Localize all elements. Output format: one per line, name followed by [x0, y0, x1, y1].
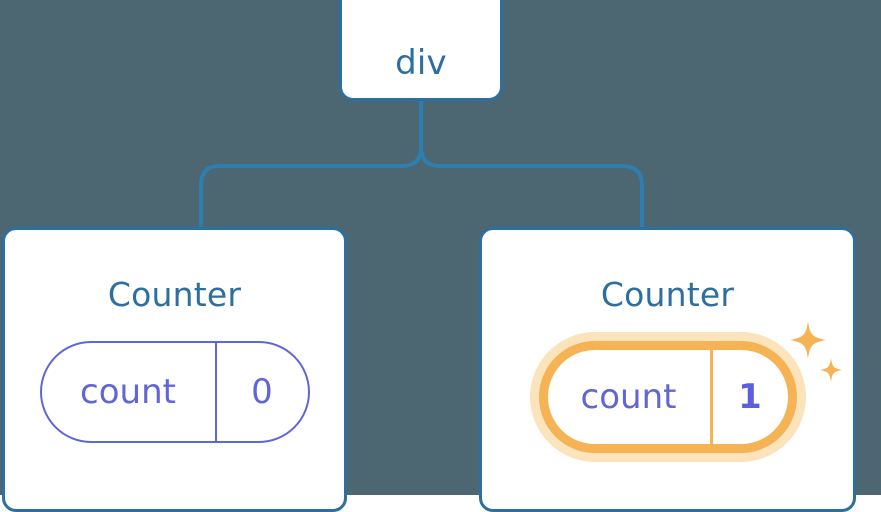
- node-counter-left-label: Counter: [107, 275, 242, 314]
- state-pill-right-value-cell: 1: [713, 350, 788, 444]
- state-pill-left-key-cell: count: [42, 343, 217, 441]
- sparkle-large-icon: [789, 321, 826, 359]
- node-root-label: div: [395, 43, 447, 83]
- state-pill-left-value-cell: 0: [217, 343, 308, 441]
- state-pill-right[interactable]: count 1: [538, 341, 797, 453]
- node-counter-right-label: Counter: [600, 275, 735, 314]
- node-root-div[interactable]: div: [339, 0, 503, 101]
- state-pill-right-value: 1: [738, 377, 762, 417]
- state-pill-left-key: count: [80, 372, 176, 412]
- state-pill-left-value: 0: [251, 372, 273, 412]
- node-counter-left[interactable]: Counter count 0: [2, 227, 347, 512]
- tree-connectors: [199, 98, 644, 229]
- sparkle-small-icon: [819, 358, 842, 382]
- state-pill-wrap-left: count 0: [39, 341, 310, 443]
- connector-right: [419, 98, 644, 229]
- state-pill-right-key-cell: count: [548, 350, 713, 444]
- sparkle-group: [789, 321, 842, 382]
- state-pill-wrap-right: count 1: [538, 321, 842, 453]
- state-pill-right-key: count: [580, 377, 677, 417]
- state-pill-left[interactable]: count 0: [39, 341, 310, 443]
- node-counter-right[interactable]: Counter count 1: [479, 227, 856, 512]
- connector-left: [199, 98, 423, 229]
